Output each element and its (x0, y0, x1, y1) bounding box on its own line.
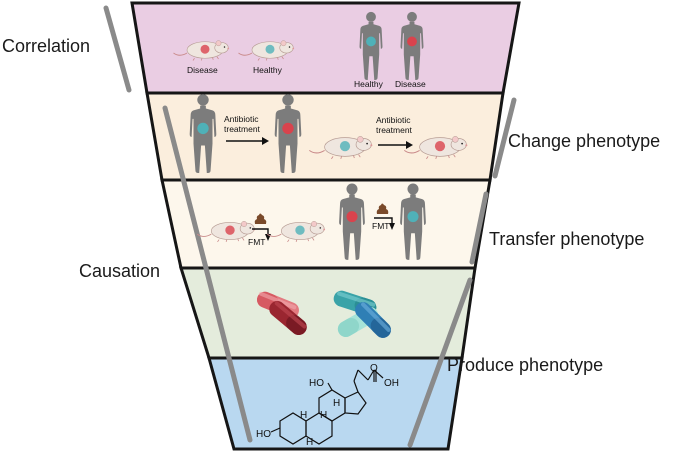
human-recipient-icon (400, 183, 426, 260)
molecule-h3: H (300, 410, 307, 421)
human-treatment-line2: treatment (224, 124, 261, 134)
mouse-recipient-icon (266, 220, 326, 243)
mouse-healthy-label: Healthy (253, 65, 283, 75)
molecule-o: O (370, 363, 378, 374)
tier1-content: Disease Healthy Healthy Disease (173, 11, 426, 89)
molecule-oh: OH (384, 378, 399, 389)
molecule-h4: H (306, 437, 313, 448)
human-healthy-label: Healthy (354, 79, 384, 89)
mouse-treatment-line2: treatment (376, 125, 413, 135)
fmt-mouse-label: FMT (248, 237, 265, 247)
tier3-content: FMT FMT (196, 183, 426, 260)
human-disease-icon (400, 11, 424, 80)
label-change-phenotype: Change phenotype (508, 131, 660, 151)
tier-produce-phenotype (207, 356, 464, 451)
capsule-icon (269, 301, 307, 335)
human-before-icon (189, 94, 217, 174)
mouse-donor-icon (196, 220, 256, 243)
human-after-icon (274, 94, 302, 174)
arrow-icon (252, 228, 269, 236)
tier2-content: Antibiotic treatment Antibiotic treatmen… (189, 94, 468, 174)
mouse-healthy-icon (238, 40, 295, 61)
tier-transfer-phenotype (160, 178, 492, 270)
label-produce-phenotype: Produce phenotype (447, 355, 603, 375)
label-causation: Causation (79, 261, 160, 281)
bracket-causation (162, 105, 253, 443)
steroid-molecule-icon (270, 369, 384, 445)
label-correlation: Correlation (2, 36, 90, 56)
mouse-disease-label: Disease (187, 65, 218, 75)
bracket-change (492, 97, 517, 179)
bracket-transfer (469, 191, 489, 265)
human-disease-label: Disease (395, 79, 426, 89)
mouse-before-icon (308, 135, 373, 160)
human-donor-icon (339, 183, 365, 260)
mouse-after-icon (403, 135, 468, 160)
molecule-h1: H (333, 398, 340, 409)
fmt-human-label: FMT (372, 221, 389, 231)
brackets (103, 5, 517, 448)
bracket-correlation (103, 5, 132, 93)
label-transfer-phenotype: Transfer phenotype (489, 229, 644, 249)
arrow-icon (374, 217, 393, 225)
human-treatment-line1: Antibiotic (224, 114, 259, 124)
molecule-ho-left: HO (256, 429, 271, 440)
bracket-produce (407, 277, 473, 448)
molecule-ho-top: HO (309, 378, 324, 389)
mouse-treatment-line1: Antibiotic (376, 115, 411, 125)
arrow-icon (226, 137, 269, 145)
molecule-h2: H (320, 410, 327, 421)
capsule-icon (355, 302, 391, 338)
tier4-content (257, 290, 391, 338)
human-healthy-icon (359, 11, 383, 80)
mouse-disease-icon (173, 40, 230, 61)
arrow-icon (378, 141, 413, 149)
